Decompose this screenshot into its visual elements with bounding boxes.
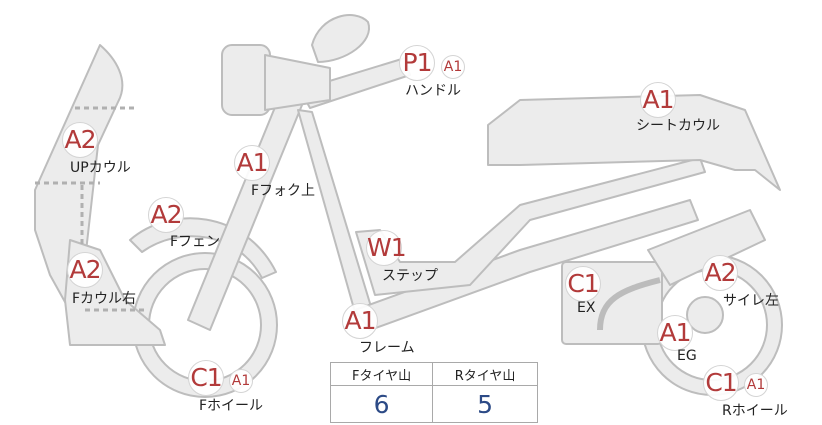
part-label-silencer-left: サイレ左 [723,293,779,309]
rear-tire-header: Rタイヤ山 [432,362,538,386]
grade-badge: A2 [702,255,738,291]
front-tire-header: Fタイヤ山 [329,362,434,386]
grade-badge: C1 [188,360,224,396]
front-tire-value: 6 [329,385,434,423]
grade-badge: C1 [565,266,601,302]
part-label-engine: EG [677,348,697,364]
part-label-f-cowl-right: Fカウル右 [72,291,137,307]
sub-grade-badge: A1 [441,55,465,79]
grade-badge: A1 [342,303,378,339]
sub-grade-badge: A1 [744,373,768,397]
silencer-shape [647,209,766,286]
rear-tire-value: 5 [432,385,538,423]
part-label-f-wheel: Fホイール [199,398,264,414]
headlight-shape [221,44,271,116]
part-label-seat-cowl: シートカウル [636,118,720,134]
grade-badge: A2 [148,197,184,233]
part-label-handle: ハンドル [405,83,461,99]
grade-badge: C1 [703,365,739,401]
part-label-up-cowl: UPカウル [70,160,131,176]
exhaust-pipe-shape [597,277,661,331]
part-label-step: ステップ [382,268,438,284]
part-label-f-fender: Fフェン [170,234,221,250]
grade-badge: A1 [640,82,676,118]
tire-tread-table: Fタイヤ山 Rタイヤ山 6 5 [329,362,538,423]
grade-badge: A1 [657,315,693,351]
part-label-exhaust: EX [577,300,596,316]
sub-grade-badge: A1 [229,369,253,393]
part-label-r-wheel: Rホイール [722,403,788,419]
grade-badge: P1 [399,45,435,81]
grade-badge: A1 [234,145,270,181]
grade-badge: A2 [67,252,103,288]
grade-badge: A2 [62,122,98,158]
part-label-f-fork-upper: Fフォク上 [251,183,316,199]
grade-badge: W1 [366,230,407,266]
mirror-shape [311,14,371,63]
part-label-frame: フレーム [359,340,415,356]
